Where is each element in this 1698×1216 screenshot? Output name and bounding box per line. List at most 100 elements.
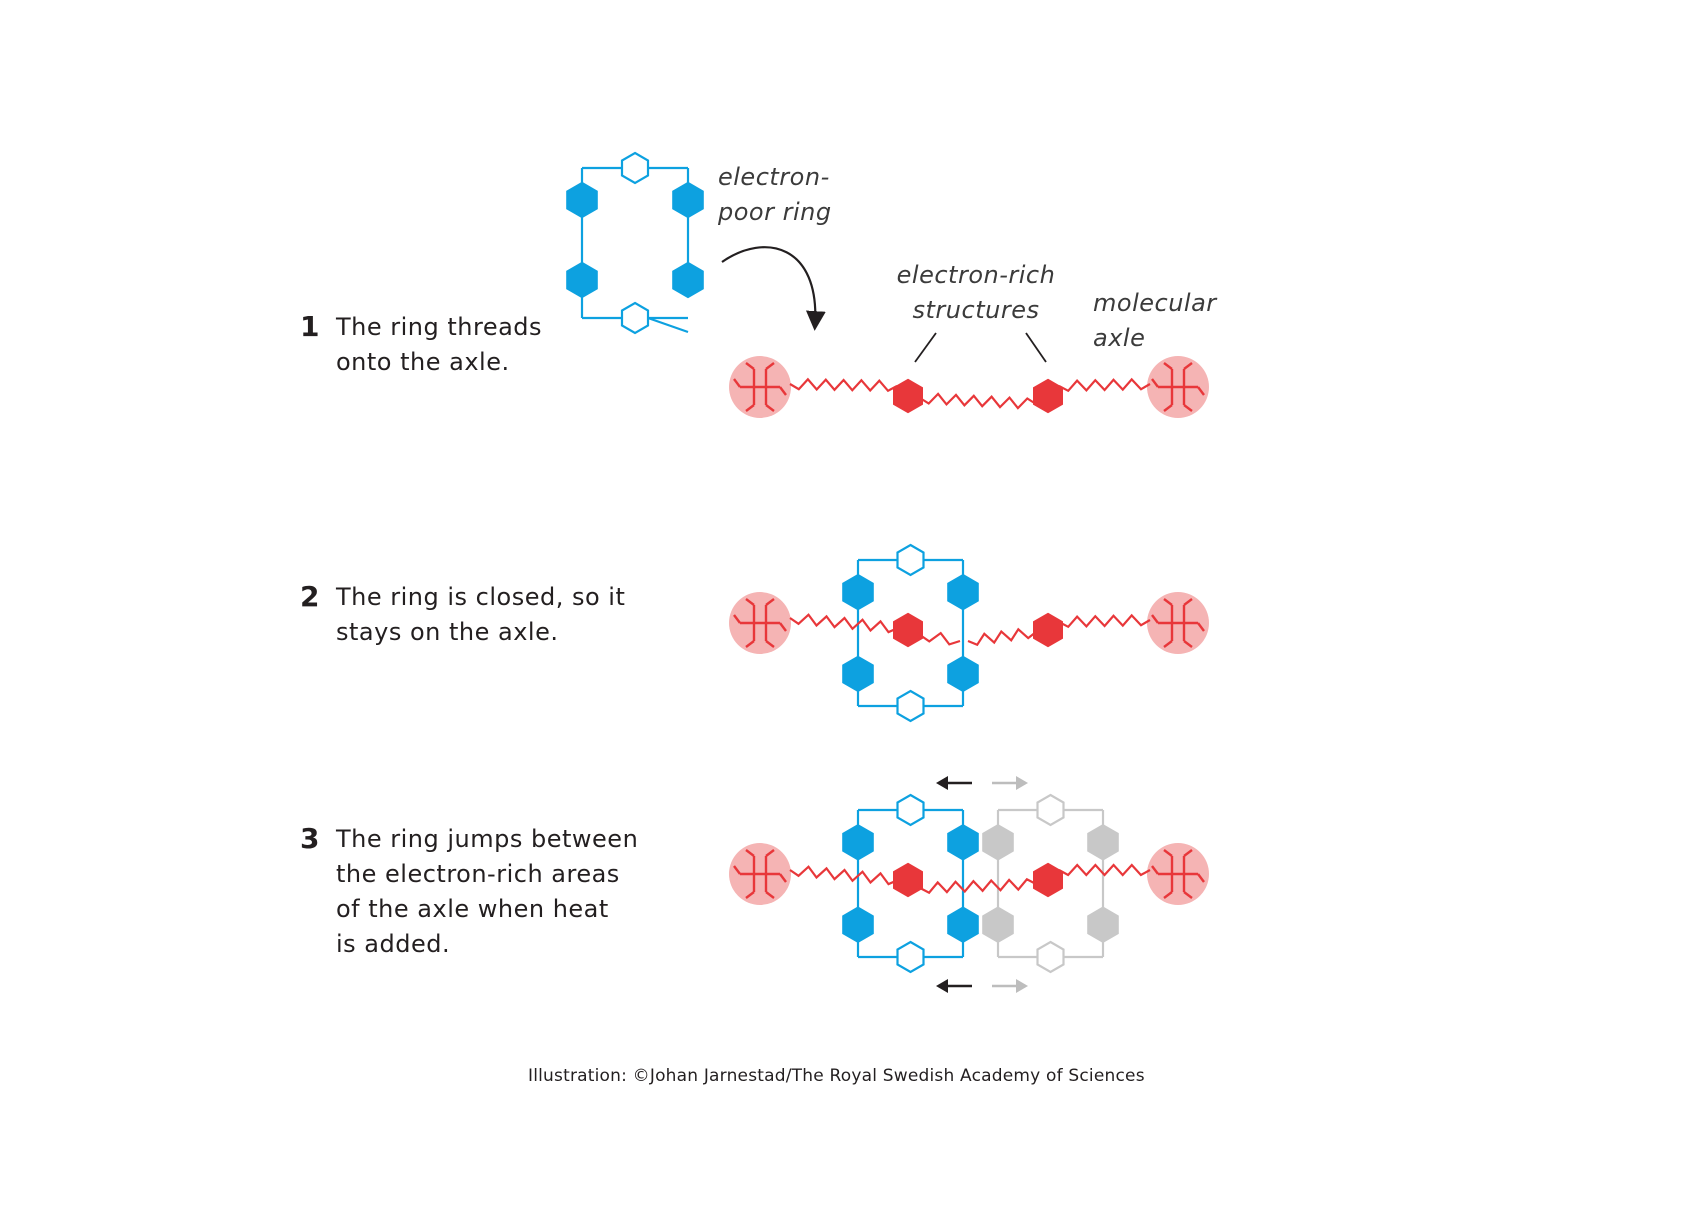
shuttling-ring-hexagon: [842, 824, 874, 861]
closed-ring-hexagon-top: [896, 543, 925, 577]
axle-1-stopper-right-bond: [1163, 362, 1173, 370]
step-1-line-1: The ring threads: [336, 313, 543, 341]
ghost-ring-hexagon: [982, 824, 1014, 861]
axle-2-stopper-left-bond: [779, 622, 787, 632]
axle-1-chain: [919, 392, 1037, 410]
axle-2-electron-rich-hexagon: [1032, 612, 1064, 648]
step-2-line-2: stays on the axle.: [336, 618, 559, 646]
step-2-line-1: The ring is closed, so it: [336, 583, 626, 611]
step-2-number: 2: [300, 580, 320, 613]
ghost-ring-hexagon: [1087, 824, 1119, 861]
axle-1-stopper-right-bond: [1183, 362, 1193, 370]
axle-2-stopper-right-bond: [1163, 640, 1173, 648]
axle-2-chain: [789, 613, 899, 634]
arrow-right-light-head: [1016, 979, 1028, 993]
axle-1-chain: [789, 377, 898, 393]
step-2-description: The ring is closed, so it stays on the a…: [336, 580, 625, 650]
axle-1-stopper-left-bond: [745, 404, 755, 412]
label-electron-rich-structures: electron-rich structures: [896, 261, 1056, 324]
axle-3-chain: [789, 865, 899, 886]
open-ring-hexagon-top: [620, 151, 650, 185]
axle-3-stopper-left-bond: [765, 891, 775, 899]
axle-1-stopper-right-bond: [1163, 404, 1173, 412]
axle-1-electron-rich-hexagon: [892, 378, 924, 414]
step-3-number: 3: [300, 822, 320, 855]
step-3-description: The ring jumps between the electron-rich…: [336, 822, 638, 962]
axle-3-stopper-left-bond: [745, 891, 755, 899]
axle-2-chain: [919, 631, 961, 646]
step-3-line-2: the electron-rich areas: [336, 860, 620, 888]
axle-2-stopper-left-bond: [733, 614, 741, 624]
closed-ring-hexagon: [842, 573, 874, 611]
axle-2-chain: [967, 627, 1037, 647]
axle-2-stopper-right-bond: [1183, 598, 1193, 606]
step-1-line-2: onto the axle.: [336, 348, 510, 376]
axle-1-stopper-left-bond: [765, 362, 775, 370]
shuttling-ring-hexagon: [842, 906, 874, 943]
axle-1-stopper-right-bond: [1197, 386, 1205, 396]
open-ring-hexagon: [672, 181, 704, 219]
arrow-left-dark-head: [936, 979, 948, 993]
step-1-description: The ring threads onto the axle.: [336, 310, 542, 380]
shuttling-ring-hexagon: [947, 906, 979, 943]
axle-1-stopper-left-bond: [745, 362, 755, 370]
axle-2-stopper-right-bond: [1163, 598, 1173, 606]
shuttling-ring-hexagon-top: [896, 793, 925, 827]
shuttling-ring-hexagon-bottom: [896, 940, 925, 974]
axle-1-stopper-left-bond: [779, 386, 787, 396]
arrow-left-dark-head: [936, 776, 948, 790]
step-3-line-1: The ring jumps between: [336, 825, 639, 853]
illustration-credit: Illustration: ©Johan Jarnestad/The Royal…: [528, 1066, 1145, 1086]
label-pointer-line: [1025, 332, 1047, 363]
label-pointer-line: [914, 332, 937, 363]
axle-2-stopper-left-bond: [765, 598, 775, 606]
open-ring-hexagon: [672, 261, 704, 299]
axle-3-stopper-left-bond: [745, 849, 755, 857]
axle-2-stopper-right-bond: [1183, 640, 1193, 648]
closed-ring-hexagon-bottom: [896, 689, 925, 723]
axle-1-stopper-left-bond: [765, 404, 775, 412]
shuttling-ring-hexagon: [947, 824, 979, 861]
axle-2-stopper-right-bond: [1151, 614, 1159, 624]
axle-3-chain: [1058, 863, 1151, 877]
closed-ring-hexagon: [947, 573, 979, 611]
label-molecular-axle: molecular axle: [1093, 289, 1217, 352]
axle-3-stopper-left-bond: [733, 865, 741, 875]
axle-3-stopper-right-bond: [1197, 873, 1205, 883]
threading-arrow: [721, 246, 826, 331]
axle-2-stopper-left-bond: [765, 640, 775, 648]
axle-3-electron-rich-hexagon: [892, 862, 924, 898]
arrow-right-light-head: [1016, 776, 1028, 790]
axle-2-stopper-left-bond: [745, 640, 755, 648]
axle-3-electron-rich-hexagon: [1032, 862, 1064, 898]
ghost-ring-hexagon-bottom: [1036, 940, 1065, 974]
closed-ring-hexagon: [947, 655, 979, 693]
axle-1-stopper-right-bond: [1183, 404, 1193, 412]
label-electron-poor-ring: electron- poor ring: [718, 163, 832, 226]
axle-3-stopper-right-bond: [1183, 891, 1193, 899]
axle-1-electron-rich-hexagon: [1032, 378, 1064, 414]
closed-ring-hexagon: [842, 655, 874, 693]
axle-3-stopper-right-bond: [1151, 865, 1159, 875]
ghost-ring-hexagon: [1087, 906, 1119, 943]
axle-3-stopper-left-bond: [765, 849, 775, 857]
open-ring-end: [647, 316, 689, 334]
open-ring-hexagon: [566, 181, 598, 219]
axle-1-chain: [1058, 377, 1151, 393]
ghost-ring-hexagon: [982, 906, 1014, 943]
axle-2-electron-rich-hexagon: [892, 612, 924, 648]
axle-3-stopper-right-bond: [1183, 849, 1193, 857]
axle-3-chain: [919, 877, 1037, 895]
axle-3-stopper-right-bond: [1163, 849, 1173, 857]
ghost-ring-hexagon-top: [1036, 793, 1065, 827]
axle-3-stopper-right-bond: [1163, 891, 1173, 899]
diagram-graphics: [566, 151, 1209, 993]
axle-1-stopper-right-bond: [1151, 378, 1159, 388]
step-3-line-4: is added.: [336, 930, 451, 958]
axle-1-stopper-left-bond: [733, 378, 741, 388]
open-ring-hexagon: [566, 261, 598, 299]
axle-2-chain: [1058, 613, 1151, 629]
step-3-line-3: of the axle when heat: [336, 895, 609, 923]
axle-2-stopper-right-bond: [1197, 622, 1205, 632]
